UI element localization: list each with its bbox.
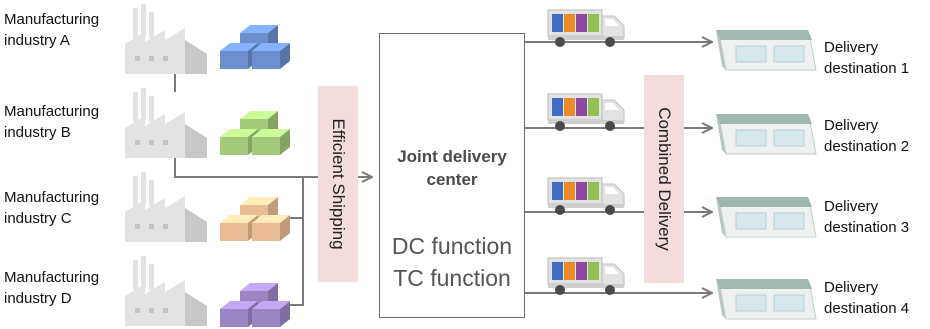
destination-1-line2: destination 1 (824, 60, 910, 77)
manufacturer-c-line1: Manufacturing (4, 189, 100, 206)
delivery-store-icon (716, 197, 817, 238)
destination-1-line1: Delivery (824, 39, 879, 56)
cargo-boxes-icon (220, 197, 290, 241)
manufacturer-b-line2: industry B (4, 124, 71, 141)
destination-4-line1: Delivery (824, 279, 879, 296)
manufacturer-d-line1: Manufacturing (4, 269, 100, 286)
tc-function-label: TC function (393, 265, 511, 291)
factory-icon (125, 256, 207, 326)
delivery-truck-icon (547, 257, 625, 295)
factories (125, 4, 207, 326)
delivery-store-icon (716, 114, 817, 155)
combined-delivery-band: Combined Delivery (644, 75, 684, 283)
destination-3-line2: destination 3 (824, 219, 910, 236)
center-title-line1: Joint delivery (397, 147, 507, 166)
efficient-shipping-band: Efficient Shipping (318, 86, 358, 282)
manufacturer-c-line2: industry C (4, 210, 72, 227)
cargo-boxes-icon (220, 25, 290, 69)
factory-icon (125, 88, 207, 158)
destination-2-line2: destination 2 (824, 138, 910, 155)
efficient-shipping-label: Efficient Shipping (329, 118, 348, 250)
dc-function-label: DC function (391, 233, 513, 259)
stores (716, 30, 817, 320)
joint-delivery-center-box (379, 33, 525, 318)
delivery-store-icon (716, 279, 817, 320)
factory-icon (125, 4, 207, 74)
cargo-boxes (220, 25, 290, 327)
delivery-truck-icon (547, 177, 625, 215)
center-title-line2: center (426, 170, 478, 189)
trucks (547, 9, 625, 295)
manufacturer-d-line2: industry D (4, 290, 72, 307)
combined-delivery-label: Combined Delivery (655, 107, 674, 251)
destination-3-line1: Delivery (824, 198, 879, 215)
manufacturer-a-line1: Manufacturing (4, 11, 100, 28)
delivery-store-icon (716, 30, 817, 71)
destination-4-line2: destination 4 (824, 300, 910, 317)
cargo-boxes-icon (220, 283, 290, 327)
delivery-truck-icon (547, 9, 625, 47)
manufacturer-a-line2: industry A (4, 32, 70, 49)
delivery-truck-icon (547, 93, 625, 131)
cargo-boxes-icon (220, 111, 290, 155)
manufacturer-b-line1: Manufacturing (4, 103, 100, 120)
destination-2-line1: Delivery (824, 117, 879, 134)
factory-icon (125, 172, 207, 242)
